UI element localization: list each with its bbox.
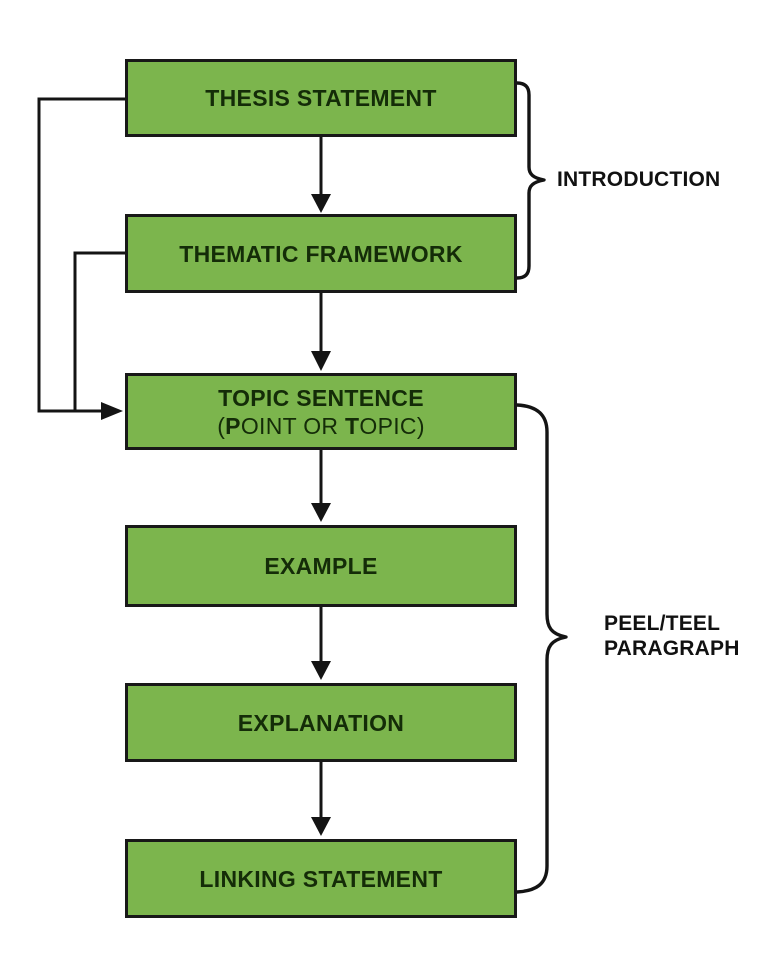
box-thematic-framework: THEMATIC FRAMEWORK xyxy=(125,214,517,293)
box-topic-sentence-line2: (POINT OR TOPIC) xyxy=(217,412,425,439)
brace-peel-teel xyxy=(515,403,568,894)
label-peel-teel-line1: PEEL/TEEL xyxy=(604,612,721,635)
arrow-explanation-to-linking-head xyxy=(311,817,331,836)
box-topic-sentence: TOPIC SENTENCE (POINT OR TOPIC) xyxy=(125,373,517,450)
feedback-arrow-head xyxy=(101,402,123,420)
arrow-thematic-to-topic-head xyxy=(311,351,331,371)
box-thesis-statement: THESIS STATEMENT xyxy=(125,59,517,137)
box-thematic-framework-label: THEMATIC FRAMEWORK xyxy=(179,240,463,267)
box-explanation-label: EXPLANATION xyxy=(237,709,405,736)
arrow-thesis-to-thematic-head xyxy=(311,194,331,213)
box-thesis-statement-label: THESIS STATEMENT xyxy=(205,85,437,111)
label-peel-teel-paragraph: PEEL/TEEL PARAGRAPH xyxy=(604,611,740,661)
box-linking-statement-label: LINKING STATEMENT xyxy=(199,865,443,892)
feedback-line-thematic-to-topic xyxy=(73,251,125,411)
feedback-line-thesis-to-topic xyxy=(37,97,125,413)
label-peel-teel-line2: PARAGRAPH xyxy=(604,637,740,660)
box-example-label: EXAMPLE xyxy=(264,553,378,579)
box-example: EXAMPLE xyxy=(125,525,517,607)
label-introduction: INTRODUCTION xyxy=(557,168,721,191)
brace-introduction xyxy=(515,81,546,280)
arrow-topic-to-example-head xyxy=(311,503,331,522)
box-explanation: EXPLANATION xyxy=(125,683,517,762)
arrow-example-to-explanation-head xyxy=(311,661,331,680)
box-linking-statement: LINKING STATEMENT xyxy=(125,839,517,918)
box-topic-sentence-line1: TOPIC SENTENCE xyxy=(218,384,424,411)
